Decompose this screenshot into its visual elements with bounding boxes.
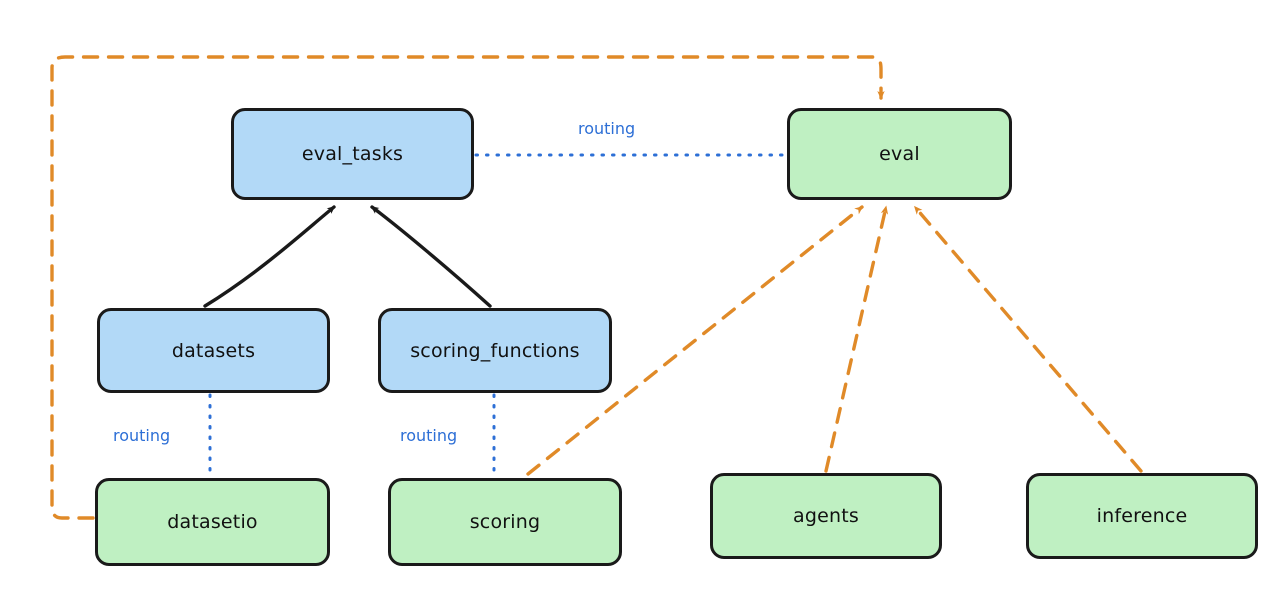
node-datasets[interactable]: datasets [97,308,330,393]
edge-datasetio-to-eval [50,55,885,520]
edge-datasets-to-eval-tasks [203,205,336,308]
node-scoring-functions-label: scoring_functions [410,339,580,362]
node-eval[interactable]: eval [787,108,1012,200]
edge-label-routing-eval: routing [578,119,636,138]
node-datasetio-label: datasetio [167,511,258,533]
node-scoring[interactable]: scoring [388,478,622,566]
node-inference-label: inference [1096,505,1188,527]
edge-agents-to-eval [824,205,889,473]
edge-label-routing-datasetio: routing [113,426,171,445]
node-eval-tasks[interactable]: eval_tasks [231,108,474,200]
edge-scoring-functions-to-eval-tasks [370,205,492,308]
node-eval-label: eval [879,143,920,165]
node-scoring-label: scoring [469,511,541,533]
node-agents-label: agents [793,505,859,527]
edge-scoring-to-eval [526,205,864,476]
node-datasetio[interactable]: datasetio [95,478,330,566]
edge-label-routing-scoring: routing [400,426,458,445]
node-scoring-functions[interactable]: scoring_functions [378,308,612,393]
node-inference[interactable]: inference [1026,473,1258,559]
edge-inference-to-eval [913,205,1143,473]
node-eval-tasks-label: eval_tasks [301,143,404,165]
node-agents[interactable]: agents [710,473,942,559]
node-datasets-label: datasets [171,339,256,362]
